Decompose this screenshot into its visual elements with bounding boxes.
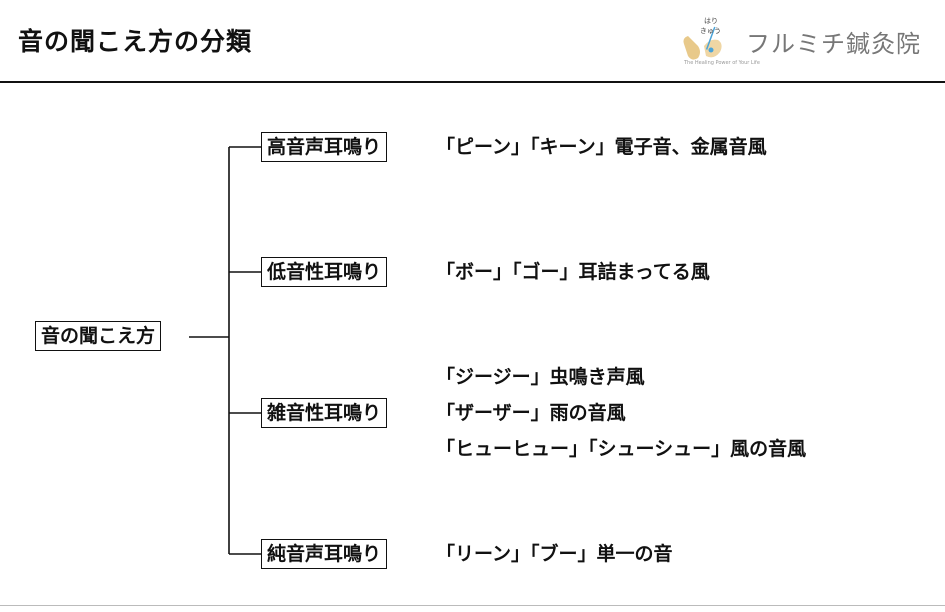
hands-logo-icon <box>683 26 722 60</box>
logo-kana-top: はり <box>704 17 718 25</box>
branch-desc-3-line-2: 「ザーザー」雨の音風 <box>436 402 626 424</box>
logo-tagline: The Healing Power of Your Life <box>684 60 760 66</box>
branch-label-4: 純音声耳鳴り <box>261 539 388 569</box>
clinic-name: フルミチ鍼灸院 <box>746 30 921 58</box>
footer-divider <box>0 605 945 606</box>
branch-desc-1-line-1: 「ピーン」「キーン」電子音、金属音風 <box>436 136 767 158</box>
branch-desc-4-line-1: 「リーン」「ブー」単一の音 <box>436 543 673 565</box>
header-divider <box>0 81 945 83</box>
branch-desc-3-line-3: 「ヒューヒュー」「シューシュー」風の音風 <box>436 438 807 460</box>
branch-desc-2-line-1: 「ボー」「ゴー」耳詰まってる風 <box>436 261 710 283</box>
branch-label-1: 高音声耳鳴り <box>261 132 388 162</box>
branch-desc-3-line-1: 「ジージー」虫鳴き声風 <box>436 366 645 388</box>
branch-label-3: 雑音性耳鳴り <box>261 398 388 428</box>
page-title: 音の聞こえ方の分類 <box>18 27 253 56</box>
branch-label-2: 低音性耳鳴り <box>261 257 388 287</box>
clinic-logo: はり きゅう The Healing Power of Your Life フル… <box>680 16 940 74</box>
logo-kana-bottom: きゅう <box>700 27 721 35</box>
header: 音の聞こえ方の分類 はり きゅう The Healing Power of Yo… <box>0 0 945 83</box>
root-node: 音の聞こえ方 <box>35 321 162 351</box>
